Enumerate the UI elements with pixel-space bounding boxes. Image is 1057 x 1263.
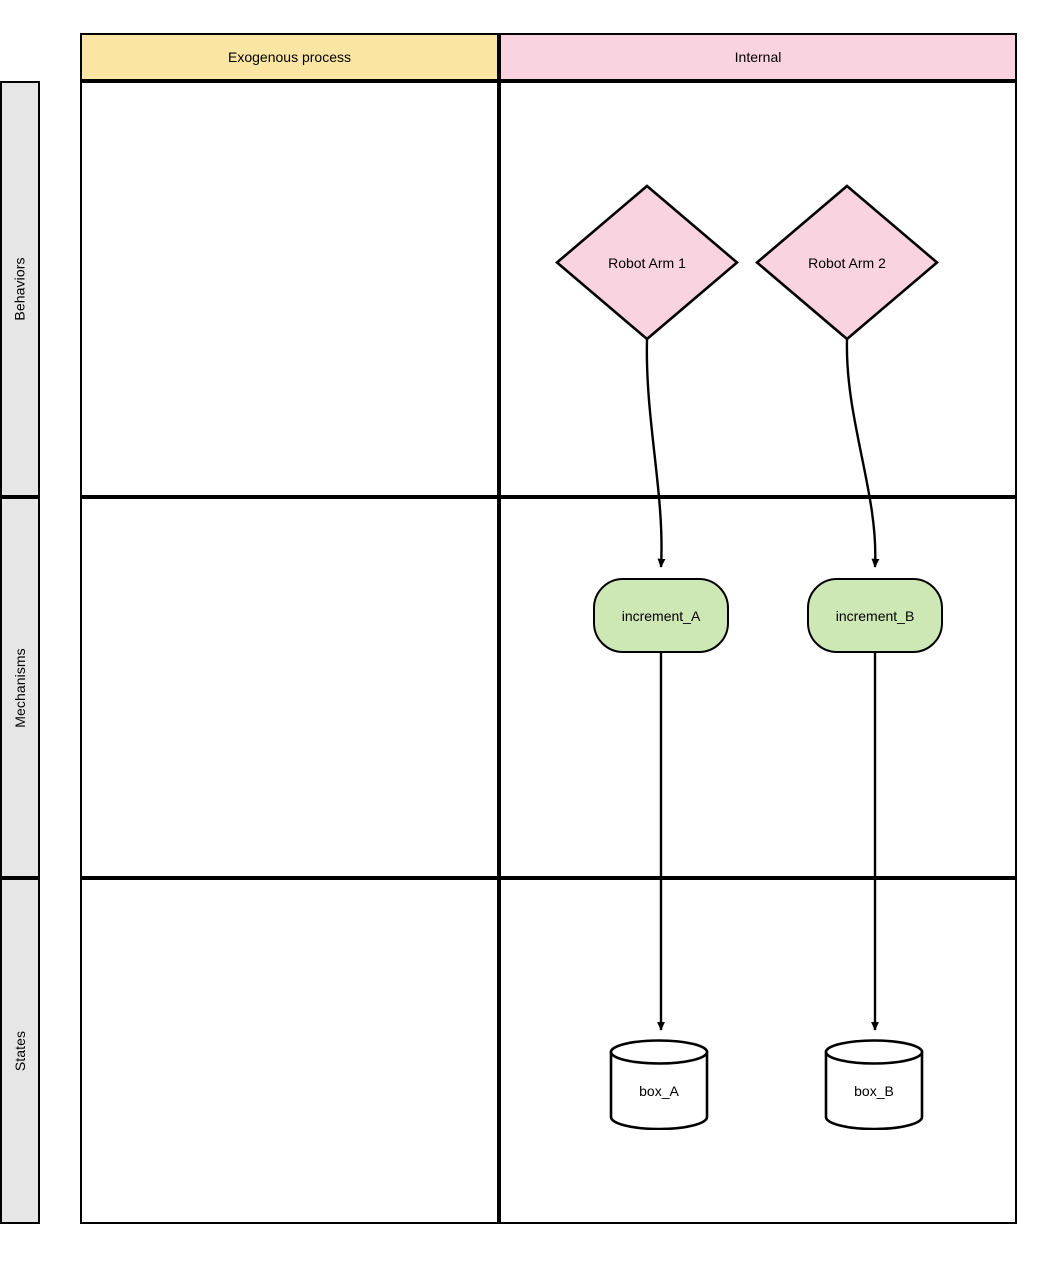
cylinder-shape-icon xyxy=(609,1039,709,1130)
column-header-exogenous-process-label: Exogenous process xyxy=(228,49,351,65)
cell-mechanisms-exogenous xyxy=(80,497,499,878)
node-increment-b-label: increment_B xyxy=(835,607,915,624)
cell-mechanisms-internal xyxy=(499,497,1017,878)
node-robot-arm-1[interactable]: Robot Arm 1 xyxy=(555,184,739,341)
node-robot-arm-2[interactable]: Robot Arm 2 xyxy=(755,184,939,341)
cell-states-exogenous xyxy=(80,878,499,1224)
lane-label-behaviors[interactable]: Behaviors xyxy=(0,81,40,497)
cylinder-shape-icon xyxy=(824,1039,924,1130)
lane-label-behaviors-text: Behaviors xyxy=(12,257,28,321)
node-increment-a-label: increment_A xyxy=(621,607,701,624)
node-box-a[interactable]: box_A xyxy=(609,1039,709,1130)
node-box-b[interactable]: box_B xyxy=(824,1039,924,1130)
column-header-internal-label: Internal xyxy=(734,49,782,65)
lane-label-mechanisms[interactable]: Mechanisms xyxy=(0,497,40,878)
cell-behaviors-exogenous xyxy=(80,81,499,497)
cell-behaviors-internal xyxy=(499,81,1017,497)
lane-label-mechanisms-text: Mechanisms xyxy=(12,647,28,728)
diamond-shape-icon xyxy=(755,184,939,341)
lane-label-states[interactable]: States xyxy=(0,878,40,1224)
column-header-exogenous-process[interactable]: Exogenous process xyxy=(80,33,499,81)
column-header-internal[interactable]: Internal xyxy=(499,33,1017,81)
diamond-shape-icon xyxy=(555,184,739,341)
cell-states-internal xyxy=(499,878,1017,1224)
lane-label-states-text: States xyxy=(12,1030,29,1072)
node-increment-a[interactable]: increment_A xyxy=(593,578,729,653)
node-increment-b[interactable]: increment_B xyxy=(807,578,943,653)
